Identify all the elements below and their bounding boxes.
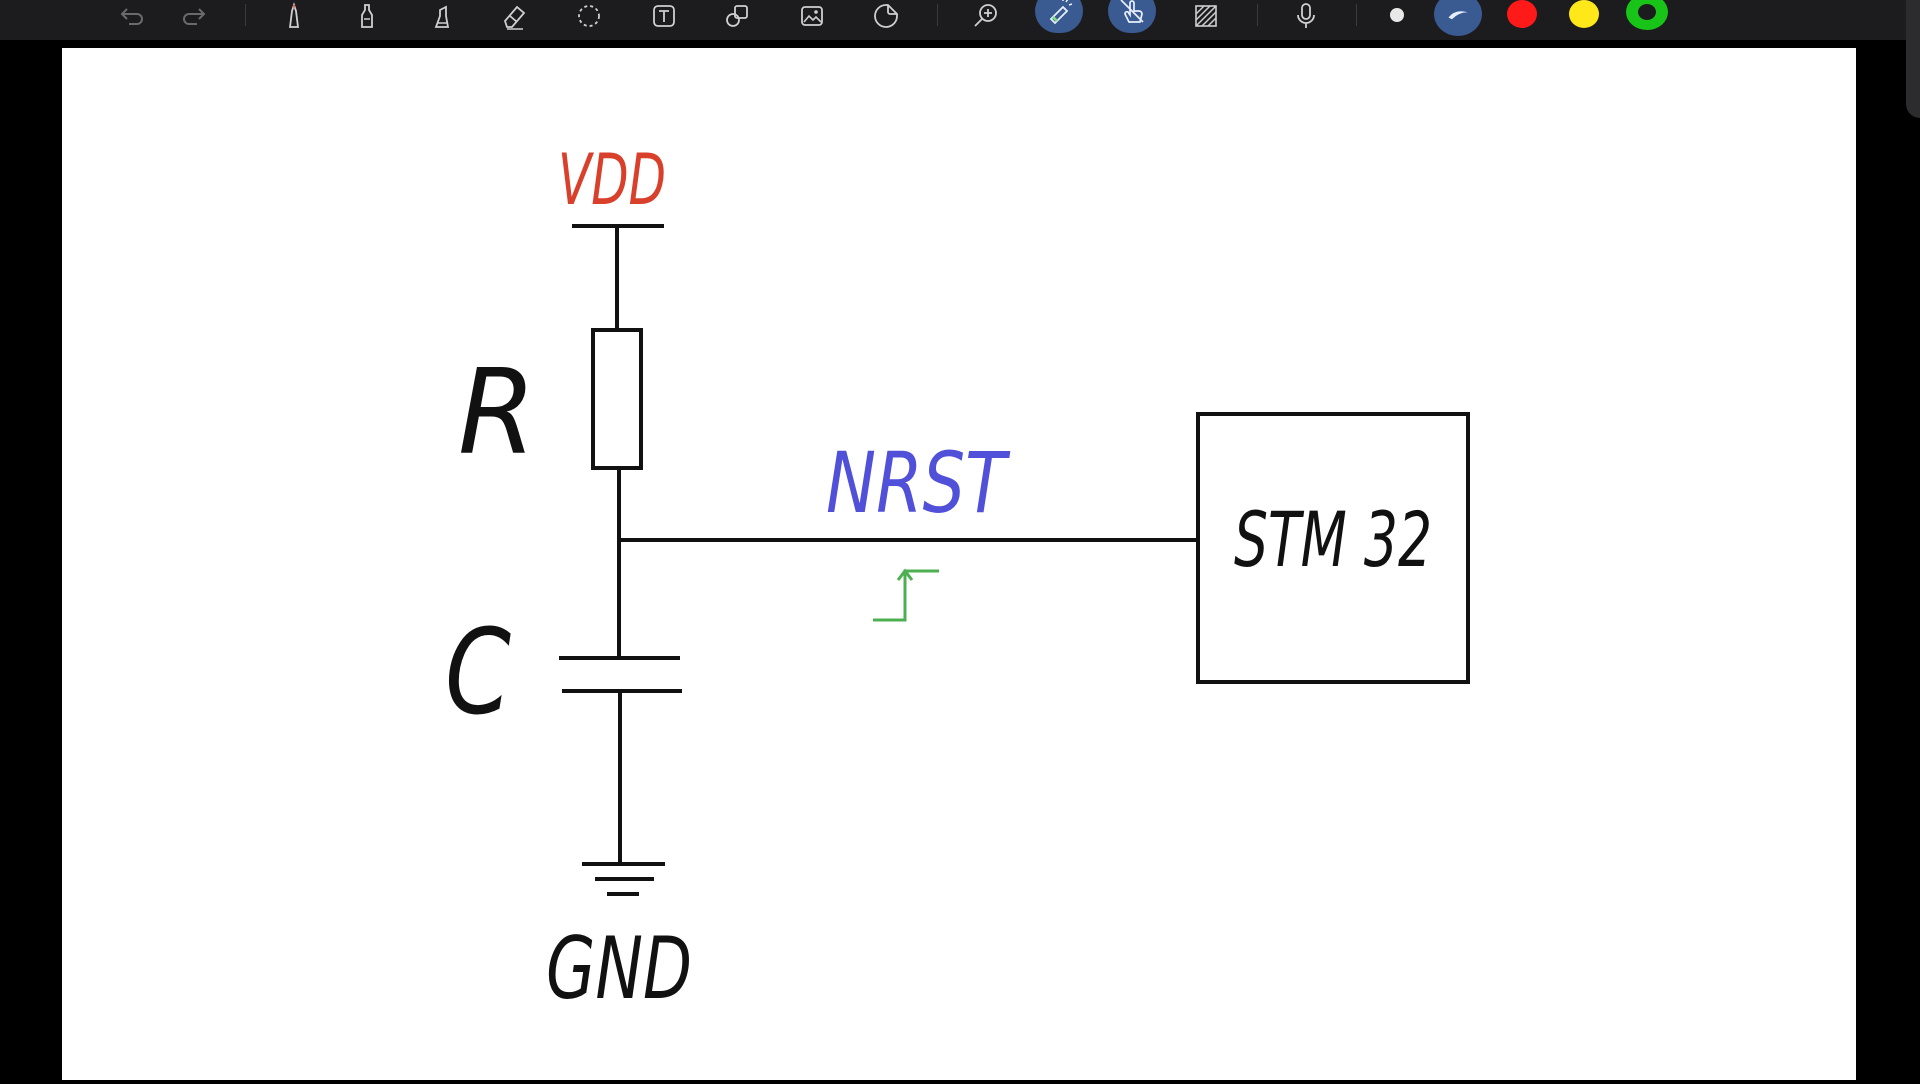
- zoom-in-icon: [974, 4, 997, 27]
- hatch-pattern-icon: [1195, 5, 1217, 27]
- color-swatch-green[interactable]: [1626, 0, 1668, 30]
- zoom-tool-button[interactable]: [962, 0, 1010, 32]
- microphone-icon: [1297, 3, 1315, 28]
- undo-button[interactable]: [108, 0, 156, 32]
- brush-stroke-icon: [1448, 11, 1468, 20]
- laser-pointer-button[interactable]: [1035, 0, 1083, 33]
- pen-icon: [288, 2, 300, 28]
- stm32-block: [1196, 412, 1470, 684]
- microphone-button[interactable]: [1282, 0, 1330, 32]
- marker-icon: [361, 4, 373, 28]
- color-swatch-white[interactable]: [1390, 8, 1404, 22]
- pattern-tool-button[interactable]: [1182, 0, 1230, 32]
- sticker-tool-button[interactable]: [862, 0, 910, 32]
- active-tool-highlight: [1108, 0, 1156, 33]
- shapes-tool-button[interactable]: [713, 0, 761, 32]
- redo-icon: [183, 8, 206, 25]
- resistor-label: R: [458, 343, 536, 481]
- circuit-diagram: VDD R NRST STM 32 C GND: [445, 139, 1470, 1019]
- gnd-label: GND: [546, 919, 692, 1019]
- touch-draw-icon: [1120, 0, 1144, 23]
- text-tool-button[interactable]: [640, 0, 688, 32]
- undo-icon: [120, 8, 143, 25]
- touch-draw-button[interactable]: [1108, 0, 1156, 33]
- rising-edge-marker: [873, 568, 939, 622]
- highlighter-icon: [434, 5, 450, 28]
- scrollbar[interactable]: [1906, 0, 1920, 118]
- lasso-tool-button[interactable]: [565, 0, 613, 32]
- color-swatch-red[interactable]: [1507, 0, 1537, 28]
- capacitor-label: C: [445, 603, 511, 741]
- ground-symbol: [582, 862, 665, 896]
- resistor-symbol: [591, 328, 643, 470]
- marker-tool-button[interactable]: [343, 0, 391, 32]
- vdd-label: VDD: [558, 139, 666, 221]
- stm32-label: STM 32: [1234, 495, 1432, 584]
- image-icon: [801, 6, 823, 26]
- whiteboard-canvas[interactable]: VDD R NRST STM 32 C GND: [62, 48, 1856, 1080]
- color-swatch-selected[interactable]: [1434, 0, 1482, 36]
- shapes-icon: [726, 5, 748, 27]
- eraser-icon: [503, 5, 526, 30]
- color-swatch-yellow[interactable]: [1569, 0, 1599, 28]
- text-box-icon: [653, 5, 675, 27]
- redo-button[interactable]: [170, 0, 218, 32]
- pen-tool-button[interactable]: [270, 0, 318, 32]
- image-tool-button[interactable]: [788, 0, 836, 32]
- toolbar: [0, 0, 1920, 40]
- highlighter-tool-button[interactable]: [418, 0, 466, 32]
- nrst-label: NRST: [826, 434, 1011, 532]
- laser-pointer-icon: [1049, 0, 1073, 25]
- eraser-tool-button[interactable]: [490, 0, 538, 32]
- sticker-icon: [874, 4, 898, 28]
- active-tool-highlight: [1035, 0, 1083, 33]
- lasso-icon: [578, 5, 600, 27]
